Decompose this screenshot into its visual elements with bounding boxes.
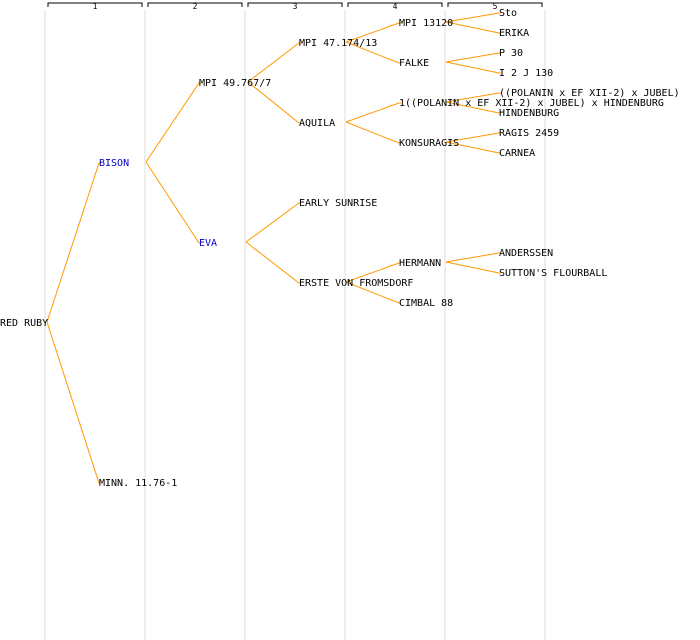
pedigree-node-g5-b: FALKE bbox=[399, 58, 429, 69]
pedigree-connector bbox=[445, 21, 501, 34]
pedigree-node-g5-c: 1((POLANIN x EF XII-2) x JUBEL) x HINDEN… bbox=[399, 98, 664, 109]
pedigree-connector bbox=[345, 121, 401, 144]
pedigree-connector bbox=[46, 162, 101, 323]
pedigree-node-root: RED RUBY bbox=[0, 318, 48, 329]
pedigree-node-g6-g: RAGIS 2459 bbox=[499, 128, 559, 139]
pedigree-connector bbox=[345, 102, 401, 123]
pedigree-connector bbox=[445, 252, 501, 263]
generation-bracket bbox=[347, 2, 443, 7]
generation-header: 1 bbox=[47, 2, 143, 11]
pedigree-node-g6-c: P 30 bbox=[499, 48, 523, 59]
pedigree-node-g2-dam: MINN. 11.76-1 bbox=[99, 478, 177, 489]
pedigree-node-g3-a: MPI 49.767/7 bbox=[199, 78, 271, 89]
generation-bracket bbox=[47, 2, 143, 7]
generation-header: 5 bbox=[447, 2, 543, 11]
generation-bracket bbox=[147, 2, 243, 7]
generation-header: 3 bbox=[247, 2, 343, 11]
pedigree-node-g5-a: MPI 13120 bbox=[399, 18, 453, 29]
pedigree-node-g6-i: ANDERSSEN bbox=[499, 248, 553, 259]
pedigree-connector bbox=[345, 281, 401, 304]
pedigree-node-g5-d: KONSURAGIS bbox=[399, 138, 459, 149]
pedigree-connector bbox=[345, 41, 401, 64]
pedigree-connector bbox=[445, 61, 501, 74]
pedigree-node-g2-sire[interactable]: BISON bbox=[99, 158, 129, 169]
pedigree-connector bbox=[245, 202, 301, 243]
pedigree-connector bbox=[445, 101, 501, 114]
pedigree-node-g4-c: EARLY SUNRISE bbox=[299, 198, 377, 209]
pedigree-node-g5-e: HERMANN bbox=[399, 258, 441, 269]
generation-number: 2 bbox=[193, 2, 198, 11]
pedigree-node-g6-e: ((POLANIN x EF XII-2) x JUBEL) bbox=[499, 88, 680, 99]
generation-header: 2 bbox=[147, 2, 243, 11]
pedigree-connector bbox=[345, 22, 401, 43]
generation-bracket bbox=[447, 2, 543, 7]
pedigree-node-g3-b[interactable]: EVA bbox=[199, 238, 217, 249]
pedigree-connector bbox=[345, 262, 401, 283]
generation-number: 4 bbox=[393, 2, 398, 11]
generation-header: 4 bbox=[347, 2, 443, 11]
pedigree-node-g6-j: SUTTON'S FLOURBALL bbox=[499, 268, 607, 279]
pedigree-node-g6-f: HINDENBURG bbox=[499, 108, 559, 119]
generation-number: 3 bbox=[293, 2, 298, 11]
pedigree-connector bbox=[247, 81, 301, 124]
pedigree-node-g6-h: CARNEA bbox=[499, 148, 535, 159]
pedigree-connector bbox=[445, 92, 501, 103]
pedigree-node-g4-b: AQUILA bbox=[299, 118, 335, 129]
generation-number: 5 bbox=[493, 2, 498, 11]
pedigree-connector bbox=[245, 241, 301, 284]
pedigree-connector bbox=[445, 141, 501, 154]
pedigree-node-g5-f: CIMBAL 88 bbox=[399, 298, 453, 309]
generation-bracket bbox=[247, 2, 343, 7]
pedigree-node-g6-b: ERIKA bbox=[499, 28, 529, 39]
generation-number: 1 bbox=[93, 2, 98, 11]
pedigree-node-g4-a: MPI 47.174/13 bbox=[299, 38, 377, 49]
pedigree-node-g6-a: Sto bbox=[499, 8, 517, 19]
pedigree-node-g4-d: ERSTE VON FROMSDORF bbox=[299, 278, 413, 289]
pedigree-connector bbox=[145, 161, 201, 244]
pedigree-connector bbox=[445, 52, 501, 63]
pedigree-connector bbox=[445, 12, 501, 23]
pedigree-connector bbox=[445, 132, 501, 143]
pedigree-connector bbox=[445, 261, 501, 274]
pedigree-node-g6-d: I 2 J 130 bbox=[499, 68, 553, 79]
pedigree-connector bbox=[247, 42, 301, 83]
pedigree-connector bbox=[46, 321, 101, 484]
pedigree-connector bbox=[145, 82, 201, 163]
